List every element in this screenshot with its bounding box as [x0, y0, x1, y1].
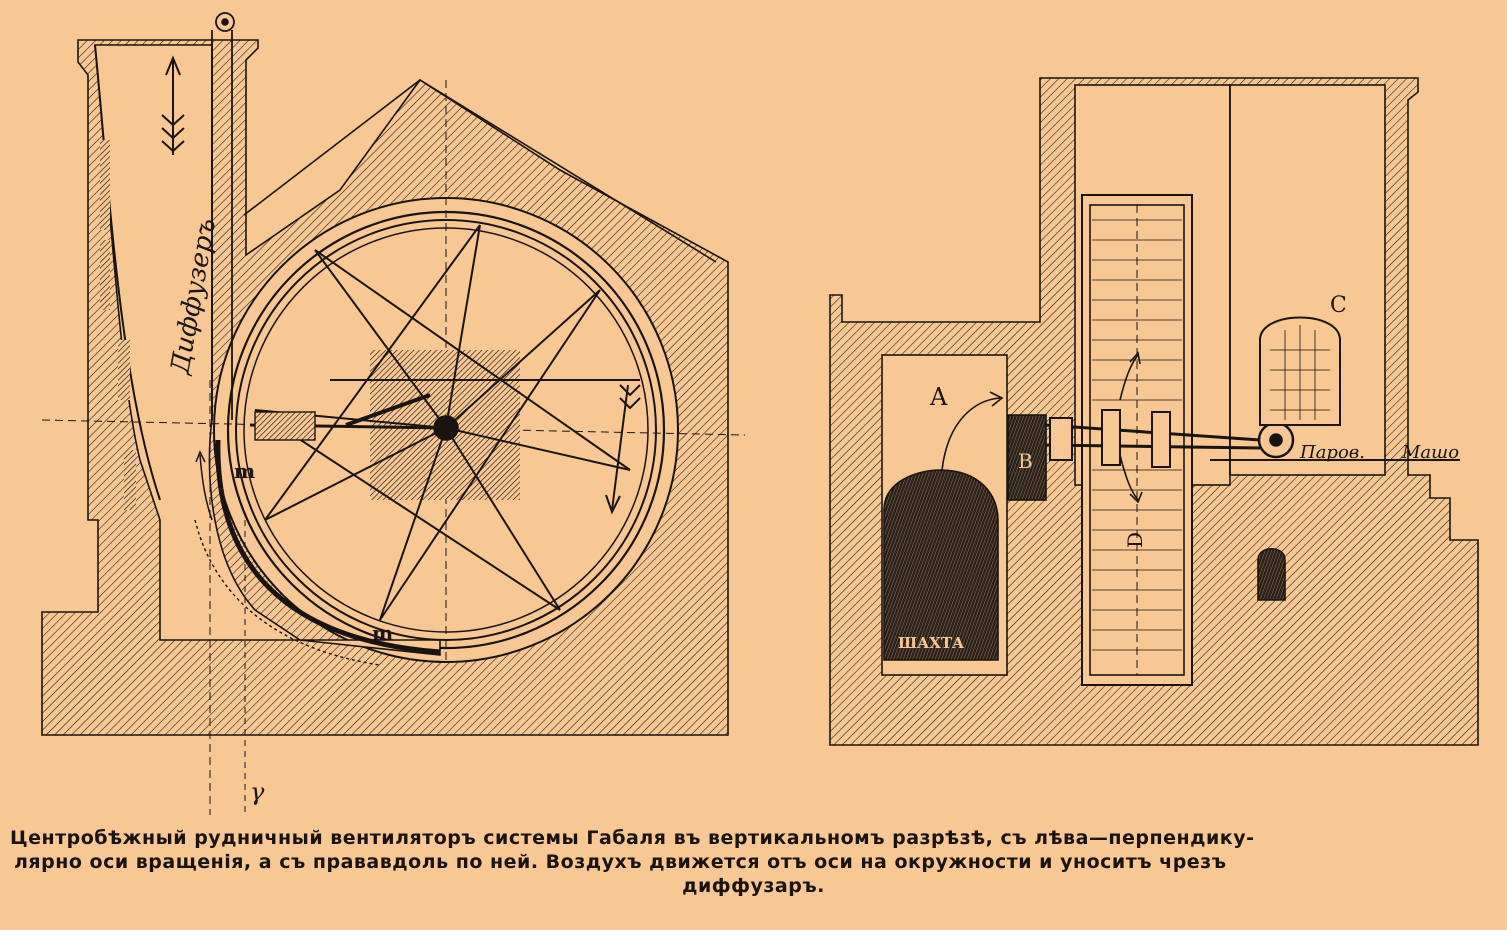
wheel-spokes	[254, 224, 640, 621]
label-shaft: ШАХТА	[898, 634, 965, 652]
casing-arc	[215, 439, 441, 655]
mine-shaft	[883, 469, 999, 661]
fan-diagram: Диффузеръ m m γ A B C D ШАХТА Паров. Маш…	[41, 12, 1479, 815]
small-window	[1257, 547, 1286, 601]
block-B	[1007, 414, 1047, 501]
label-m-lower: m	[372, 621, 393, 645]
caption-line-1: Центробѣжный рудничный вентиляторъ систе…	[10, 827, 1255, 849]
left-view-perpendicular	[41, 12, 746, 815]
airflow-arrow-up	[161, 55, 185, 155]
casing-arrow	[199, 454, 213, 521]
label-C: C	[1330, 293, 1347, 318]
label-engine-2: Машо	[1401, 442, 1459, 463]
label-D: D	[1123, 532, 1147, 548]
label-gamma: γ	[250, 778, 265, 806]
figure-caption: Центробѣжный рудничный вентиляторъ систе…	[10, 826, 1497, 898]
wheel-rim-outer	[235, 219, 657, 641]
caption-line-2: лярно оси вращенія, а съ прававдоль по н…	[14, 851, 1227, 873]
caption-line-3: диффузаръ.	[682, 875, 825, 897]
label-B: B	[1018, 449, 1033, 473]
label-A: A	[929, 383, 948, 411]
rotation-arrow	[605, 384, 641, 515]
label-m-upper: m	[234, 459, 255, 483]
right-view-along-axis	[829, 77, 1479, 746]
wheel-rim-inner	[243, 227, 649, 633]
inlet-arrow	[941, 397, 1001, 471]
label-engine-1: Паров.	[1299, 442, 1365, 463]
